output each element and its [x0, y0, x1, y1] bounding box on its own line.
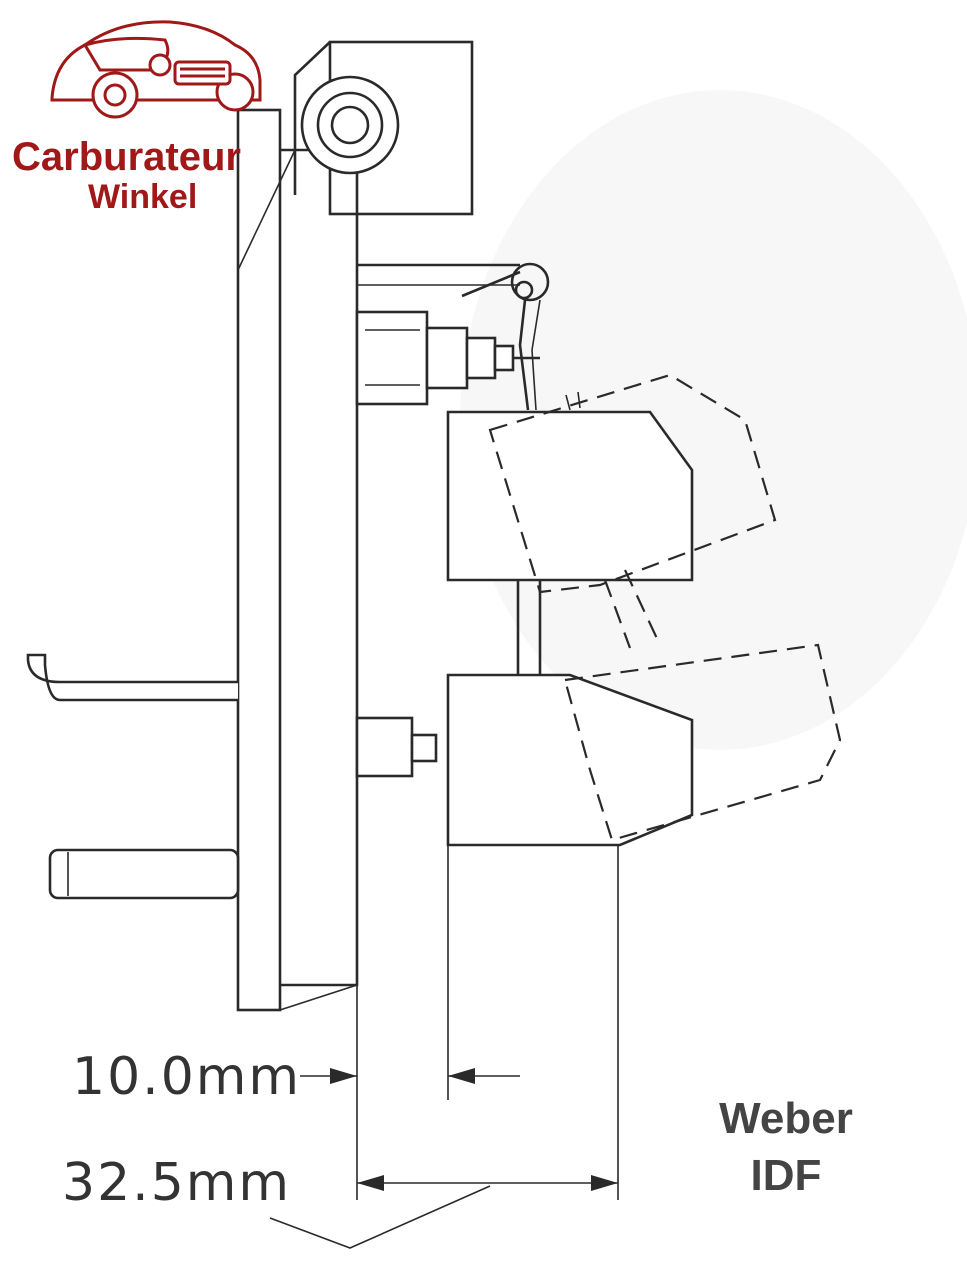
logo: Carburateur Winkel	[12, 20, 262, 216]
caption-brand: Weber	[719, 1094, 853, 1143]
banjo-fitting	[300, 75, 400, 175]
caption-model: IDF	[751, 1151, 822, 1200]
background-smudge	[460, 90, 967, 750]
upper-float	[446, 410, 694, 582]
float-arm	[516, 580, 542, 675]
hook-rod	[26, 653, 238, 702]
dimension-extensions	[356, 845, 619, 1200]
upper-float-tilted	[488, 373, 777, 649]
cover-plate	[236, 108, 359, 1012]
needle-valve	[355, 310, 540, 406]
threaded-bolt	[48, 848, 240, 900]
dimension-small	[300, 1068, 520, 1084]
car-icon	[50, 20, 262, 119]
logo-line2: Winkel	[88, 178, 197, 216]
logo-line1: Carburateur	[12, 135, 241, 179]
dimension-large-label: 32.5mm	[62, 1153, 291, 1213]
small-stud	[355, 716, 438, 778]
dimension-small-label: 10.0mm	[72, 1047, 301, 1107]
float-clip	[461, 262, 581, 411]
lower-float-tilted	[563, 643, 842, 842]
dimension-large	[269, 1175, 618, 1249]
